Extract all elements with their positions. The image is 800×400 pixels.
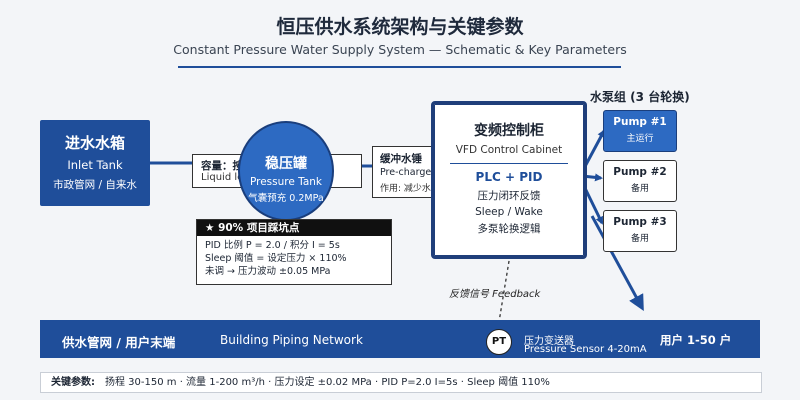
pitfalls-line: PID 比例 P = 2.0 / 积分 I = 5s — [205, 240, 340, 251]
buffer-line2: Pre-charge — [380, 167, 432, 178]
pressure-tank-subtitle: Pressure Tank — [249, 176, 323, 188]
pitfalls-callout: ★ 90% 项目踩坑点 PID 比例 P = 2.0 / 积分 I = 5s S… — [196, 219, 392, 285]
network-label-cn: 供水管网 / 用户末端 — [62, 335, 176, 350]
piping-network-bar: 供水管网 / 用户末端 Building Piping Network 压力变送… — [40, 320, 760, 358]
inlet-tank-title: 进水水箱 — [64, 134, 125, 152]
pump-name: Pump #2 — [613, 166, 667, 178]
buffer-title: 缓冲水锤 — [380, 153, 422, 165]
pump-3: Pump #3 备用 — [603, 210, 677, 252]
inlet-tank: 进水水箱 Inlet Tank 市政管网 / 自来水 — [40, 120, 150, 206]
pressure-tank: 稳压罐 Pressure Tank 气囊预充 0.2MPa — [238, 121, 334, 221]
sensor-label-en: Pressure Sensor 4-20mA — [524, 344, 647, 355]
network-label-en: Building Piping Network — [220, 333, 363, 347]
pump-group-title: 水泵组 (3 台轮换) — [590, 90, 690, 104]
sensor-label-cn: 压力变送器 — [524, 336, 574, 347]
pump-1: Pump #1 主运行 — [603, 110, 677, 152]
buffer-line3: 作用: 减少水锤冲击 — [380, 184, 431, 194]
buffer-callout: 缓冲水锤 Pre-charge 作用: 减少水锤冲击 — [372, 146, 432, 198]
vfd-divider — [450, 163, 568, 164]
pitfalls-header: ★ 90% 项目踩坑点 — [197, 220, 391, 236]
pressure-tank-note: 气囊预充 0.2MPa — [248, 193, 324, 204]
pressure-sensor-badge: PT — [486, 329, 512, 355]
users-label: 用户 1-50 户 — [660, 333, 732, 347]
vfd-title: 变频控制柜 — [474, 123, 544, 139]
pump-name: Pump #3 — [613, 216, 667, 228]
vfd-feature-rotation: 多泵轮换逻辑 — [477, 223, 541, 235]
vfd-cabinet: 变频控制柜 VFD Control Cabinet PLC + PID 压力闭环… — [431, 101, 587, 259]
pitfalls-line: 未调 → 压力波动 ±0.05 MPa — [205, 266, 331, 277]
diagram-title: 恒压供水系统架构与关键参数 — [276, 16, 524, 38]
inlet-tank-source: 市政管网 / 自来水 — [53, 179, 137, 191]
inlet-tank-subtitle: Inlet Tank — [67, 158, 123, 172]
vfd-feature-sleep-wake: Sleep / Wake — [475, 206, 543, 218]
pump-outlet-pipe — [590, 215, 644, 312]
params-text: 扬程 30-150 m · 流量 1-200 m³/h · 压力设定 ±0.02… — [105, 377, 550, 388]
pump-status: 备用 — [630, 184, 649, 194]
vfd-mode: PLC + PID — [475, 170, 543, 184]
vfd-subtitle: VFD Control Cabinet — [455, 144, 563, 156]
pump-status: 主运行 — [626, 134, 654, 144]
feedback-label: 反馈信号 Feedback — [449, 289, 541, 300]
pump-2: Pump #2 备用 — [603, 160, 677, 202]
pump-status: 备用 — [630, 234, 649, 244]
feedback-signal-line — [497, 254, 511, 329]
pressure-tank-title: 稳压罐 — [265, 156, 307, 172]
diagram-subtitle: Constant Pressure Water Supply System — … — [173, 42, 627, 57]
title-divider — [178, 66, 621, 68]
key-parameters-bar: 关键参数: 扬程 30-150 m · 流量 1-200 m³/h · 压力设定 … — [40, 372, 762, 393]
pump-name: Pump #1 — [613, 116, 667, 128]
vfd-feature-closed-loop: 压力闭环反馈 — [477, 190, 541, 202]
pitfalls-line: Sleep 阈值 = 设定压力 × 110% — [205, 253, 347, 264]
params-label: 关键参数: — [51, 377, 95, 388]
